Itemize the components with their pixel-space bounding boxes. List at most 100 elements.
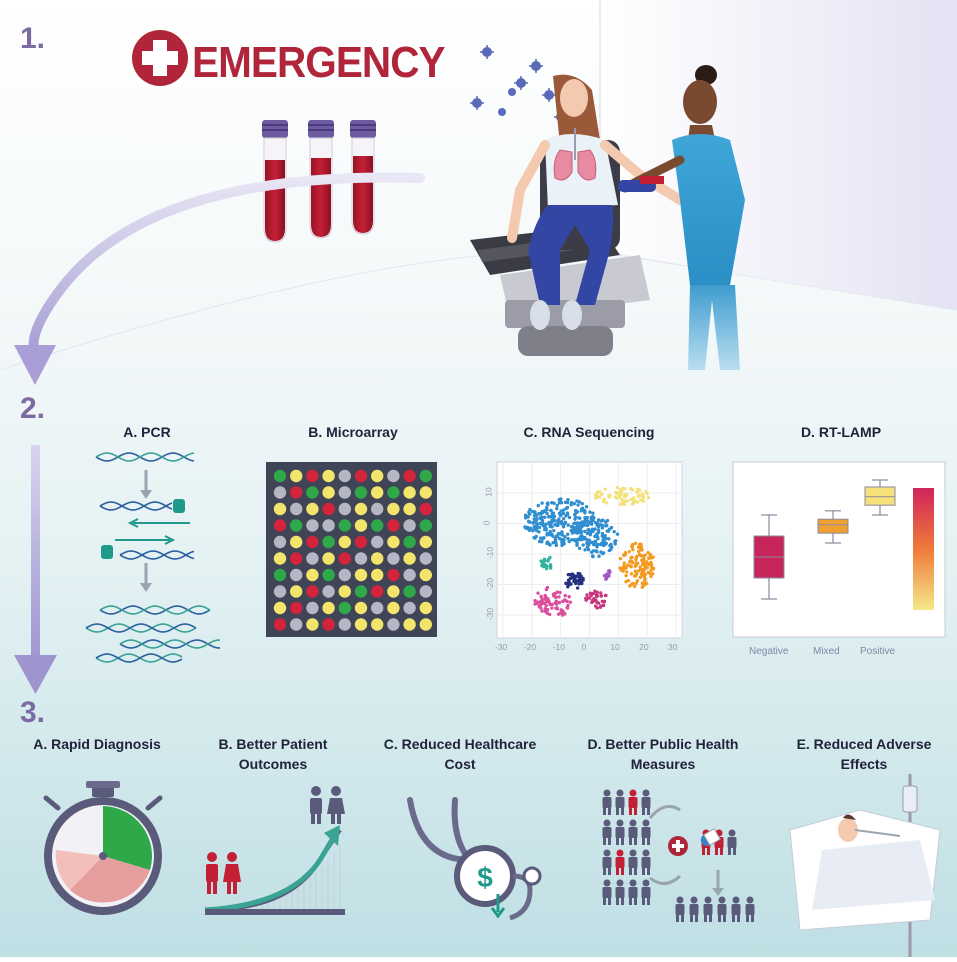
person-leg bbox=[642, 867, 645, 875]
person-leg bbox=[695, 914, 698, 922]
scatter-point bbox=[540, 518, 545, 523]
scatter-point bbox=[579, 531, 583, 535]
scatter-point bbox=[651, 572, 655, 576]
scatter-point bbox=[642, 562, 646, 566]
scatter-point bbox=[566, 532, 570, 536]
microarray-spot bbox=[338, 486, 351, 499]
person-leg bbox=[603, 867, 606, 875]
scatter-point bbox=[593, 539, 597, 543]
scatter-point bbox=[577, 582, 581, 586]
microarray-spot bbox=[403, 486, 416, 499]
scatter-point bbox=[642, 556, 646, 561]
microarray-spot bbox=[322, 502, 335, 516]
person-head bbox=[676, 896, 684, 904]
scatter-point bbox=[553, 538, 558, 542]
scatter-point bbox=[558, 590, 562, 595]
scatter-point bbox=[559, 513, 563, 517]
person-leg bbox=[629, 837, 632, 845]
microarray-spot bbox=[273, 618, 287, 631]
scatter-point bbox=[584, 598, 588, 602]
scatter-point bbox=[593, 589, 597, 593]
scatter-point bbox=[573, 521, 577, 525]
scatter-point bbox=[599, 519, 603, 523]
person-leg bbox=[702, 847, 705, 855]
person-body bbox=[731, 904, 741, 915]
microarray-spot bbox=[306, 618, 319, 631]
scatter-point bbox=[575, 499, 579, 503]
microarray-spot bbox=[338, 519, 351, 532]
microarray-spot bbox=[371, 502, 384, 516]
microarray-spot bbox=[273, 585, 287, 598]
person-leg bbox=[732, 914, 735, 922]
person-head bbox=[629, 789, 637, 797]
scatter-point bbox=[543, 515, 547, 519]
microarray-spot bbox=[354, 618, 368, 631]
scatter-point bbox=[592, 542, 596, 547]
person-head bbox=[603, 849, 611, 857]
dna-strand bbox=[95, 653, 183, 663]
scatter-point bbox=[557, 600, 562, 605]
person-leg bbox=[621, 837, 624, 845]
scatter-point bbox=[585, 531, 590, 536]
scatter-point bbox=[562, 538, 566, 542]
microarray-spot bbox=[306, 486, 319, 499]
scatter-point bbox=[591, 528, 595, 532]
scatter-point bbox=[566, 603, 570, 608]
scatter-point bbox=[537, 525, 542, 530]
rnaseq-x-tick: -30 bbox=[495, 642, 508, 652]
scatter-point bbox=[615, 485, 619, 490]
scatter-point bbox=[621, 486, 625, 491]
person-leg bbox=[608, 867, 611, 875]
box bbox=[864, 486, 896, 506]
dna-strand bbox=[95, 452, 195, 462]
scatter-point bbox=[545, 501, 550, 506]
microarray-spot bbox=[273, 568, 287, 582]
microarray-spot bbox=[419, 552, 432, 565]
scatter-point bbox=[561, 517, 566, 521]
scatter-point bbox=[557, 536, 562, 541]
person-head bbox=[642, 819, 650, 827]
stethoscope-cost-icon: $ bbox=[407, 797, 542, 921]
scatter-point bbox=[548, 543, 552, 547]
dna-strand bbox=[95, 653, 183, 663]
scatter-point bbox=[640, 585, 644, 589]
scatter-point bbox=[550, 501, 554, 505]
scatter-point bbox=[651, 555, 655, 559]
scatter-point bbox=[639, 545, 644, 549]
scatter-point bbox=[581, 578, 585, 582]
scatter-point bbox=[537, 530, 541, 534]
scatter-point bbox=[636, 569, 641, 573]
person-leg bbox=[704, 914, 707, 922]
microarray-spot bbox=[354, 519, 368, 532]
scatter-point bbox=[613, 542, 617, 546]
person-leg bbox=[728, 847, 731, 855]
person-head bbox=[642, 879, 650, 887]
microarray-spot bbox=[354, 502, 368, 516]
person-body bbox=[628, 857, 638, 868]
scatter-point bbox=[595, 492, 599, 496]
microarray-spot bbox=[403, 585, 416, 598]
microarray-spot bbox=[354, 568, 368, 582]
person-leg bbox=[634, 897, 637, 905]
rnaseq-y-tick: -30 bbox=[485, 607, 496, 621]
scatter-point bbox=[644, 581, 649, 586]
person-leg bbox=[616, 807, 619, 815]
scatter-point bbox=[638, 565, 642, 569]
scatter-point bbox=[578, 527, 583, 532]
pcr-illustration bbox=[85, 452, 221, 663]
dna-strand bbox=[95, 452, 195, 462]
scatter-point bbox=[593, 534, 597, 539]
scatter-point bbox=[646, 495, 651, 500]
microarray-spot bbox=[387, 585, 400, 598]
scatter-point bbox=[581, 543, 585, 547]
microarray-spot bbox=[403, 568, 416, 582]
person-leg bbox=[733, 847, 736, 855]
scatter-point bbox=[576, 574, 580, 579]
scatter-point bbox=[564, 506, 568, 511]
microarray-spot bbox=[387, 601, 400, 615]
scatter-point bbox=[551, 541, 555, 545]
scatter-point bbox=[523, 525, 527, 529]
person-leg bbox=[634, 837, 637, 845]
curved-arrow-step1-to-step2 bbox=[14, 172, 425, 385]
person-head bbox=[629, 819, 637, 827]
